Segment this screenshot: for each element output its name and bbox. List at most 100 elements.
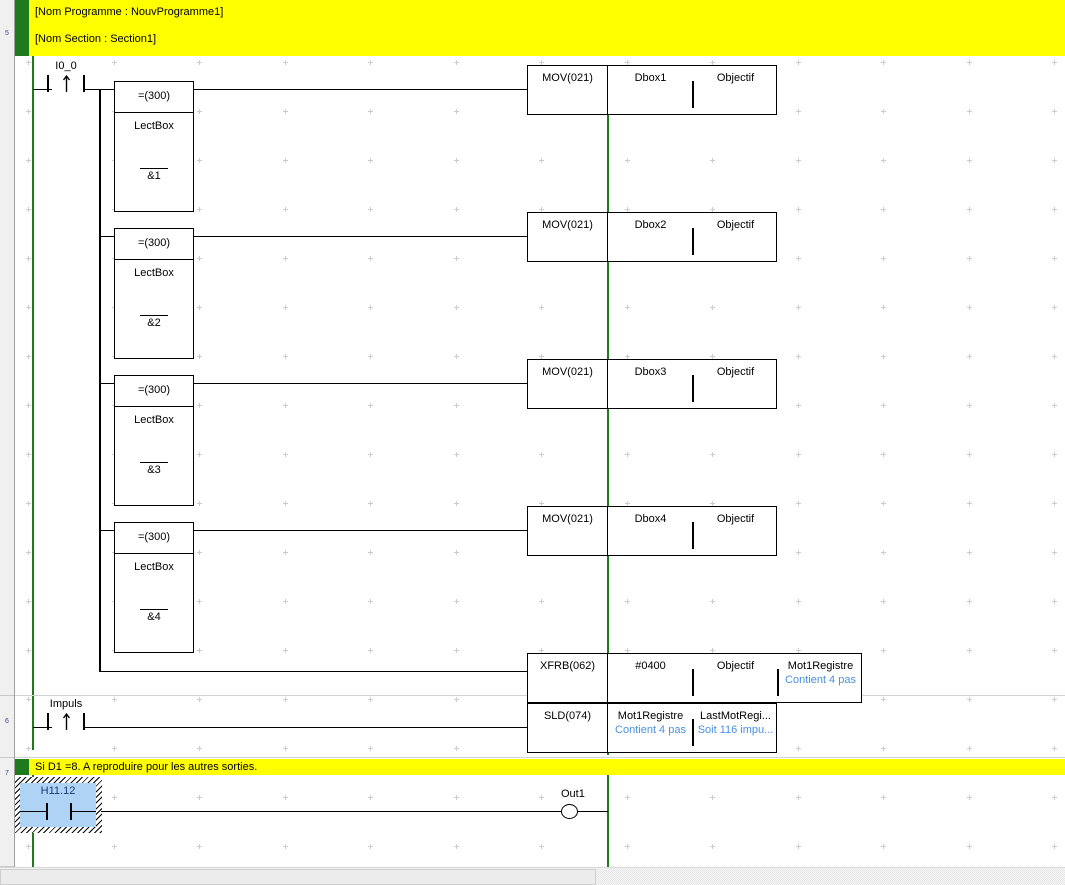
rung-comment-text: Si D1 =8. A reproduire pour les autres s…: [35, 761, 258, 773]
xfrb-operand-1-name: Objectif: [716, 660, 755, 672]
scrollbar-thumb[interactable]: [0, 869, 597, 885]
gutter-cell-rung2[interactable]: [0, 696, 14, 758]
compare-block-cmp3[interactable]: =(300) LectBox &3: [114, 375, 194, 506]
cmp1-mnemonic: =(300): [137, 90, 171, 102]
instruction-block-mov1[interactable]: MOV(021) Dbox1 Objectif: [527, 65, 777, 115]
rising-edge-icon: [62, 74, 71, 93]
mov2-operand-0-name: Dbox2: [634, 219, 667, 231]
instruction-block-mov3[interactable]: MOV(021) Dbox3 Objectif: [527, 359, 777, 409]
operand-divider: [692, 81, 694, 108]
program-name-text: [Nom Programme : NouvProgramme1]: [35, 6, 224, 18]
wire-trunk-to-cmp1: [99, 89, 115, 90]
wire-cmp3-to-mov3: [193, 383, 543, 384]
mov2-mnemonic: MOV(021): [542, 219, 593, 231]
compare-block-cmp1[interactable]: =(300) LectBox &1: [114, 81, 194, 212]
xfrb-operand-0-name: #0400: [635, 660, 666, 672]
right-page-rail-2: [607, 775, 609, 867]
coil-out1-label: Out1: [561, 788, 585, 800]
cmp2-mnemonic: =(300): [137, 237, 171, 249]
selection-fill: [20, 783, 96, 827]
mov4-mnemonic: MOV(021): [542, 513, 593, 525]
mov1-operand-1-name: Objectif: [716, 72, 755, 84]
wire-cmp1-to-mov1: [193, 89, 543, 90]
sld-operand-1-comment: Soit 116 impu...: [697, 724, 774, 736]
mov1-mnemonic: MOV(021): [542, 72, 593, 84]
program-header-comment[interactable]: [Nom Programme : NouvProgramme1] [Nom Se…: [15, 0, 1065, 56]
selected-contact-h11-12[interactable]: H11.12: [15, 777, 102, 833]
mov3-mnemonic: MOV(021): [542, 366, 593, 378]
wire-trunk-to-xfrb: [99, 671, 543, 672]
row-gutter[interactable]: 5 6 7: [0, 0, 15, 867]
cmp3-operand1: LectBox: [134, 414, 174, 426]
contact-bar-left: [46, 803, 48, 820]
wire-rail-to-i0_0: [33, 89, 52, 90]
wire-h11-12-to-out1: [101, 811, 561, 812]
cmp2-operand2: &2: [115, 315, 193, 329]
sld-operand-0-comment: Contient 4 pas: [615, 724, 686, 736]
rung-comment[interactable]: Si D1 =8. A reproduire pour les autres s…: [15, 759, 1065, 775]
gutter-marker-2: 7: [5, 770, 9, 777]
rung-separator-2: [15, 757, 1065, 758]
wire-out1-to-rail: [577, 811, 608, 812]
ladder-canvas[interactable]: [Nom Programme : NouvProgramme1] [Nom Se…: [15, 0, 1065, 867]
gutter-cell-rung3[interactable]: [0, 758, 14, 867]
wire-trunk-to-cmp4: [99, 530, 115, 531]
comment-tab-icon: [15, 759, 29, 775]
gutter-marker-1: 6: [5, 718, 9, 725]
instruction-block-xfrb[interactable]: XFRB(062) #0400 Objectif Mot1Registre Co…: [527, 653, 862, 703]
cmp1-operand2: &1: [115, 168, 193, 182]
coil-ring-icon: [561, 804, 578, 819]
wire-trunk-to-cmp3: [99, 383, 115, 384]
contact-impuls[interactable]: Impuls: [47, 698, 85, 732]
cmp3-operand2: &3: [115, 462, 193, 476]
instruction-block-mov2[interactable]: MOV(021) Dbox2 Objectif: [527, 212, 777, 262]
cmp1-operand1: LectBox: [134, 120, 174, 132]
mov4-operand-0-name: Dbox4: [634, 513, 667, 525]
xfrb-mnemonic: XFRB(062): [539, 660, 596, 672]
sld-mnemonic: SLD(074): [543, 710, 592, 722]
compare-block-cmp4[interactable]: =(300) LectBox &4: [114, 522, 194, 653]
cmp4-operand2: &4: [115, 609, 193, 623]
contact-i0_0[interactable]: I0_0: [47, 60, 85, 94]
operand-divider: [692, 228, 694, 255]
wire-impuls-to-sld: [83, 727, 543, 728]
operand-divider: [692, 522, 694, 549]
gutter-cell-rung1[interactable]: [0, 0, 14, 696]
compare-block-cmp2[interactable]: =(300) LectBox &2: [114, 228, 194, 359]
mov2-operand-1-name: Objectif: [716, 219, 755, 231]
mov4-operand-1-name: Objectif: [716, 513, 755, 525]
left-power-rail: [32, 56, 34, 750]
instruction-block-mov4[interactable]: MOV(021) Dbox4 Objectif: [527, 506, 777, 556]
mov3-operand-1-name: Objectif: [716, 366, 755, 378]
instruction-block-sld[interactable]: SLD(074) Mot1Registre Contient 4 pas Las…: [527, 703, 777, 753]
wire-rail-to-impuls: [33, 727, 52, 728]
cmp2-operand1: LectBox: [134, 267, 174, 279]
wire-i0_0-to-trunk: [83, 89, 100, 90]
contact-i0_0-label: I0_0: [55, 60, 77, 72]
xfrb-operand-2-comment: Contient 4 pas: [785, 674, 856, 686]
cmp3-mnemonic: =(300): [137, 384, 171, 396]
wire-trunk-to-cmp2: [99, 236, 115, 237]
operand-divider: [692, 669, 694, 696]
comment-tab-icon: [15, 0, 29, 56]
cmp4-operand1: LectBox: [134, 561, 174, 573]
section-name-text: [Nom Section : Section1]: [35, 33, 157, 45]
xfrb-operand-2-name: Mot1Registre: [787, 660, 854, 672]
operand-divider: [692, 719, 694, 746]
branch-trunk: [99, 89, 101, 672]
selected-contact-label: H11.12: [40, 785, 76, 797]
operand-divider: [692, 375, 694, 402]
sld-operand-1-name: LastMotRegi...: [700, 710, 771, 722]
contact-impuls-label: Impuls: [49, 698, 83, 710]
gutter-marker-0: 5: [5, 30, 9, 37]
mov1-operand-0-name: Dbox1: [634, 72, 667, 84]
wire-cmp4-to-mov4: [193, 530, 543, 531]
mov3-operand-0-name: Dbox3: [634, 366, 667, 378]
coil-out1[interactable]: Out1: [561, 788, 585, 819]
scrollbar-track[interactable]: [596, 869, 1065, 885]
wire-cmp2-to-mov2: [193, 236, 543, 237]
sld-operand-0-name: Mot1Registre: [617, 710, 684, 722]
operand-divider: [777, 669, 779, 696]
horizontal-scrollbar[interactable]: [0, 867, 1065, 885]
